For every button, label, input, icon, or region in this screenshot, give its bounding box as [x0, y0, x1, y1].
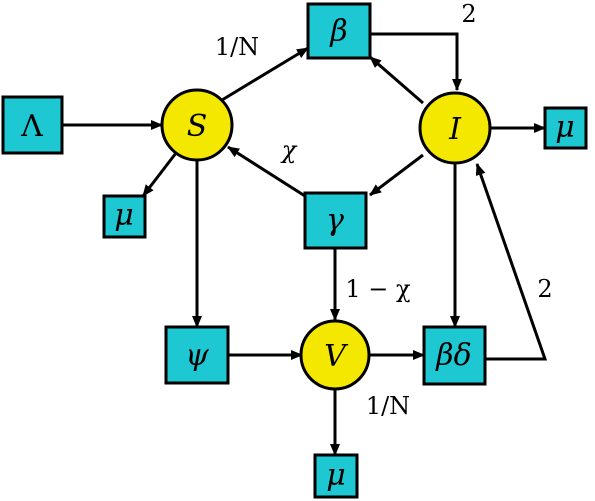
- box-mu-v: μ: [313, 453, 359, 499]
- edge-i-to-beta: [369, 55, 424, 105]
- edge-label-gamma-to-s: χ: [280, 136, 298, 164]
- box-mu-s: μ: [102, 194, 147, 239]
- edge-beta-delta-to-i: [475, 163, 548, 361]
- node-v-label: V: [324, 339, 349, 374]
- edge-s-to-beta: [221, 46, 309, 102]
- edge-label-gamma-to-v: 1 − χ: [345, 275, 411, 303]
- edge-s-to-mu: [141, 152, 178, 197]
- box-lambda: Λ: [1, 95, 64, 155]
- box-mu-i-label: μ: [555, 110, 575, 145]
- node-i-label: I: [448, 112, 462, 147]
- edge-label-beta-to-i: 2: [461, 0, 476, 28]
- box-mu-i: μ: [543, 106, 588, 150]
- node-s-label: S: [187, 109, 208, 144]
- box-lambda-label: Λ: [20, 109, 43, 144]
- edge-i-to-gamma: [369, 153, 424, 197]
- box-beta-delta-label: βδ: [435, 338, 471, 373]
- edges: [62, 32, 548, 456]
- box-beta-label: β: [329, 14, 347, 49]
- edge-label-beta-delta-to-i: 2: [537, 275, 552, 303]
- node-i: I: [418, 91, 492, 165]
- box-gamma-label: γ: [326, 203, 344, 238]
- box-psi-label: ψ: [185, 338, 209, 373]
- box-psi: ψ: [164, 325, 230, 385]
- edge-label-s-to-beta: 1/N: [215, 33, 259, 61]
- box-beta-delta: βδ: [422, 325, 487, 386]
- box-beta: β: [306, 2, 372, 60]
- node-s: S: [160, 88, 234, 162]
- node-v: V: [299, 319, 371, 391]
- edge-label-v-to-beta-delta: 1/N: [366, 392, 410, 420]
- box-mu-s-label: μ: [114, 198, 134, 233]
- edge-beta-to-i: [370, 32, 462, 91]
- box-gamma: γ: [303, 191, 368, 250]
- box-mu-v-label: μ: [326, 458, 346, 493]
- edge-gamma-to-s: [227, 145, 306, 198]
